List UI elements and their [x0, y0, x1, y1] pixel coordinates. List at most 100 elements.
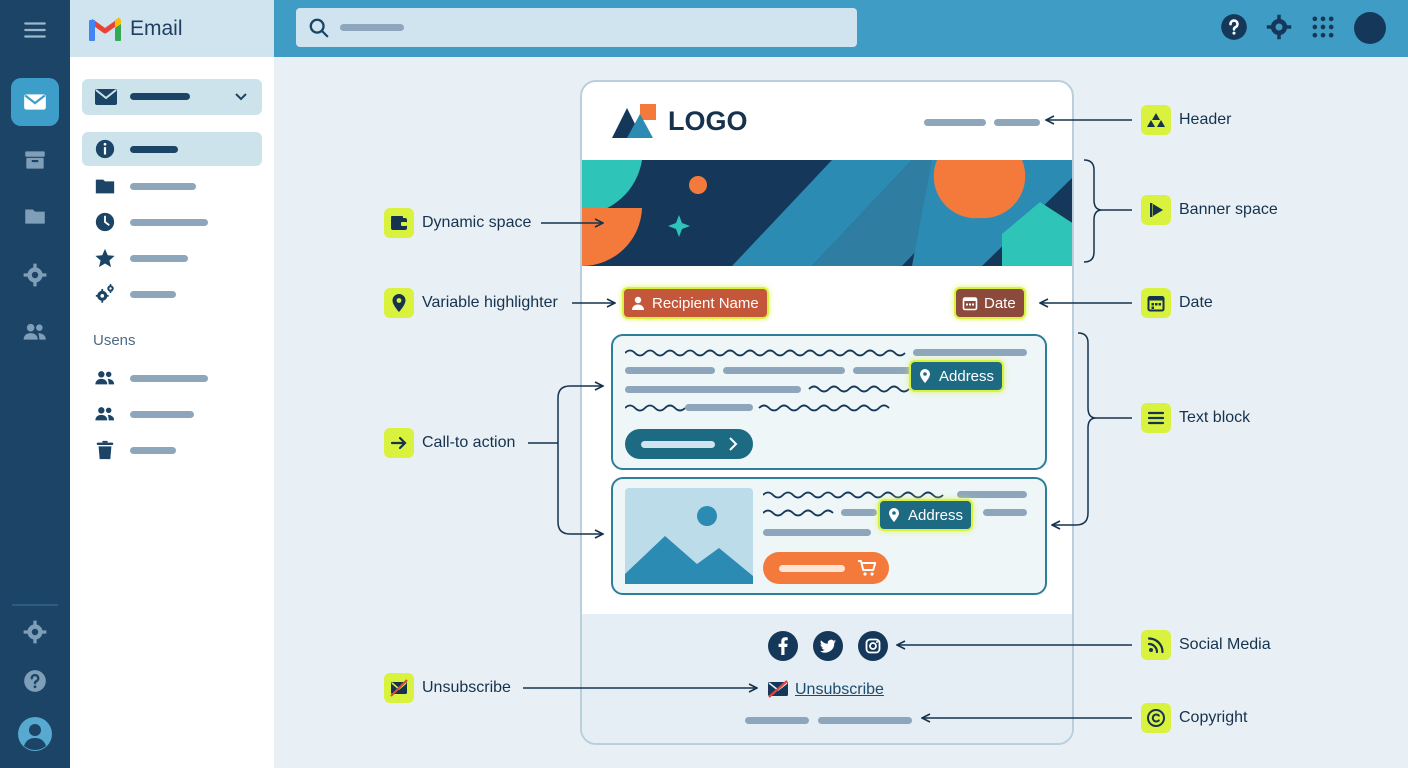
twitter-icon[interactable]: [813, 631, 843, 661]
address-tag-1[interactable]: Address: [909, 360, 1005, 392]
sidebar-item-label-placeholder: [130, 290, 176, 298]
sidebar-item-recent[interactable]: [82, 205, 262, 239]
unsubscribe-mail-icon: [768, 680, 788, 698]
avatar-icon: [18, 717, 52, 751]
gear-icon: [23, 263, 47, 287]
text-block-1: Address: [611, 334, 1047, 470]
rss-icon: [1147, 637, 1164, 654]
rail-mail-button[interactable]: [11, 78, 59, 126]
sidebar-item-label-placeholder: [130, 374, 208, 382]
rail-settings-bottom-button[interactable]: [11, 608, 59, 656]
recipient-name-tag[interactable]: Recipient Name: [622, 287, 769, 319]
date-tag[interactable]: Date: [954, 287, 1026, 319]
account-avatar[interactable]: [1354, 12, 1386, 44]
logo-text: LOGO: [668, 106, 748, 136]
sidebar-item-label-placeholder: [130, 410, 194, 418]
banner-image: [582, 160, 1072, 266]
users-icon: [95, 407, 115, 421]
app-title: Email: [130, 16, 183, 40]
rail-divider: [12, 604, 58, 606]
sidebar-item-user-1[interactable]: [82, 361, 262, 395]
cta-button-primary[interactable]: [625, 429, 753, 459]
sidebar-item-label-placeholder: [130, 182, 196, 190]
search-icon: [309, 18, 329, 38]
annotation-social-media: Social Media: [1141, 630, 1271, 660]
annotation-variable-highlighter: Variable highlighter: [384, 288, 558, 318]
map-pin-icon: [920, 369, 930, 383]
unsubscribe-link[interactable]: Unsubscribe: [795, 681, 884, 698]
star-icon: [95, 248, 115, 268]
triangle-shapes-icon: [1147, 113, 1165, 127]
sidebar-item-starred[interactable]: [82, 241, 262, 275]
header-nav-link-1[interactable]: [924, 119, 986, 126]
annotation-text-block: Text block: [1141, 403, 1250, 433]
app-rail: [0, 0, 70, 768]
arrow-right-icon: [390, 436, 407, 450]
logo-mark-icon: [612, 104, 656, 138]
annotation-call-to-action: Call-to action: [384, 428, 515, 458]
compose-dropdown[interactable]: [82, 79, 262, 115]
gear-icon[interactable]: [1265, 13, 1293, 41]
sidebar-item-user-2[interactable]: [82, 397, 262, 431]
annotation-label: Header: [1179, 111, 1232, 128]
placeholder-text-lines: [625, 349, 1027, 412]
annotation-label: Banner space: [1179, 201, 1278, 218]
annotation-date: Date: [1141, 288, 1213, 318]
calendar-icon: [962, 297, 978, 311]
annotation-label: Copyright: [1179, 709, 1248, 726]
folder-icon: [25, 209, 45, 224]
envelope-icon: [95, 89, 117, 105]
annotation-dynamic-space: Dynamic space: [384, 208, 531, 238]
header-nav-link-2[interactable]: [994, 119, 1040, 126]
rail-settings-button[interactable]: [11, 251, 59, 299]
rail-folder-button[interactable]: [11, 192, 59, 240]
rail-contacts-button[interactable]: [11, 308, 59, 356]
wallet-icon: [391, 216, 407, 230]
gears-icon: [95, 283, 114, 303]
email-template-card: LOGO Recipient Name Date: [580, 80, 1074, 745]
envelope-icon: [24, 94, 46, 110]
apps-grid-icon[interactable]: [1309, 13, 1337, 41]
compose-label-placeholder: [130, 93, 190, 100]
rail-help-button[interactable]: [11, 657, 59, 705]
sidebar-item-info[interactable]: [82, 132, 262, 166]
address-label-2: Address: [908, 506, 964, 524]
cta-label-placeholder: [779, 565, 845, 572]
facebook-icon[interactable]: [768, 631, 798, 661]
cta-button-shop[interactable]: [763, 552, 889, 584]
address-label-1: Address: [939, 367, 995, 385]
annotation-label: Date: [1179, 294, 1213, 311]
top-bar: [274, 0, 1408, 57]
map-pin-icon: [392, 294, 406, 312]
copyright-icon: [1147, 709, 1165, 727]
search-input[interactable]: [296, 8, 857, 47]
help-icon[interactable]: [1220, 13, 1248, 41]
profile-avatar-button[interactable]: [11, 710, 59, 758]
copyright-text-placeholder-2: [818, 717, 912, 724]
instagram-icon[interactable]: [858, 631, 888, 661]
menu-button[interactable]: [11, 6, 59, 54]
annotation-label: Social Media: [1179, 636, 1271, 653]
sidebar-item-folder[interactable]: [82, 169, 262, 203]
text-lines-icon: [1147, 411, 1165, 425]
gmail-logo-icon: [89, 17, 121, 41]
annotation-label: Dynamic space: [422, 214, 532, 231]
annotation-label: Variable highlighter: [422, 294, 558, 311]
chevron-down-icon: [235, 93, 247, 101]
calendar-icon: [1147, 296, 1165, 312]
sidebar-item-trash[interactable]: [82, 433, 262, 467]
sidebar: Email Usens: [70, 0, 274, 768]
sidebar-item-preferences[interactable]: [82, 277, 262, 311]
rail-archive-button[interactable]: [11, 136, 59, 184]
chevron-right-icon: [729, 437, 738, 451]
sidebar-section-label: Usens: [93, 332, 136, 349]
clock-icon: [95, 212, 115, 232]
annotation-label: Unsubscribe: [422, 679, 511, 696]
address-tag-2[interactable]: Address: [878, 499, 974, 531]
trash-icon: [96, 440, 114, 460]
map-pin-icon: [889, 508, 899, 522]
cta-label-placeholder: [641, 441, 715, 448]
annotation-header: Header: [1141, 105, 1231, 135]
date-label: Date: [984, 294, 1016, 312]
gear-icon: [23, 620, 47, 644]
